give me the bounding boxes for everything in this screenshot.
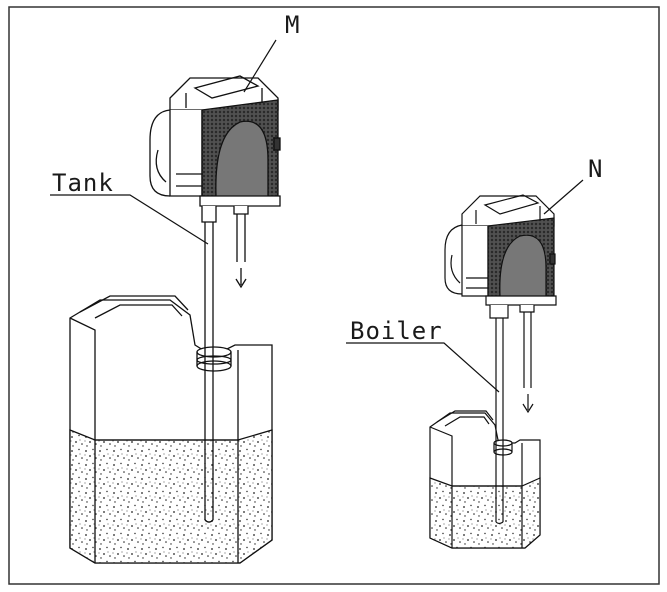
diagram-frame	[8, 6, 660, 585]
leader-line-boiler	[346, 342, 500, 393]
label-pump-m: M	[285, 11, 300, 39]
tank-liquid	[69, 429, 273, 564]
pump-m-outlet-arrow	[235, 268, 247, 289]
label-boiler: Boiler	[350, 317, 443, 345]
leader-line-tank	[50, 194, 209, 245]
tank-container	[69, 295, 273, 564]
leader-line-n	[543, 179, 584, 215]
pump-m	[149, 75, 281, 223]
tank-suction-tube	[204, 222, 214, 520]
pump-n-outlet-arrow	[522, 394, 534, 414]
pump-n-outlet-tube	[523, 300, 532, 388]
boiler-suction-tube	[495, 317, 504, 522]
boiler-container	[429, 410, 541, 549]
tank-assembly	[69, 75, 281, 564]
label-pump-n: N	[588, 155, 603, 183]
pump-n	[444, 194, 557, 319]
leader-line-m	[243, 39, 277, 93]
boiler-assembly	[429, 194, 557, 549]
label-tank: Tank	[52, 169, 114, 197]
boiler-liquid	[429, 477, 541, 549]
